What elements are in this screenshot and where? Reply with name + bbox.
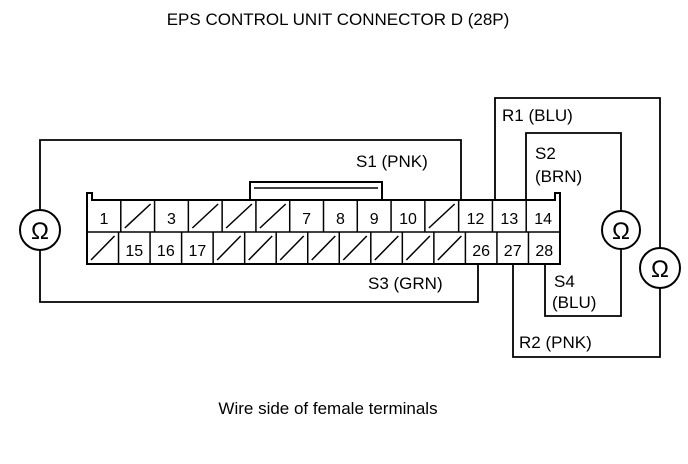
terminal-10: 10 [399,211,417,228]
diagram-title: EPS CONTROL UNIT CONNECTOR D (28P) [167,10,510,29]
wire-label-s3: S3 (GRN) [368,274,443,293]
empty-terminal-slash [428,203,456,229]
terminal-16: 16 [157,243,175,260]
ohmmeter-right: Ω [639,247,681,289]
terminal-28: 28 [535,243,553,260]
wire-label-s4-line1: S4 [554,272,575,291]
empty-terminal-slash [90,235,116,261]
empty-terminal-slash [437,235,462,261]
empty-terminal-slash [248,235,273,261]
empty-terminal-slash [191,203,219,229]
ohm-symbol: Ω [31,218,49,245]
wire-r1 [494,97,661,248]
empty-terminal-slash [259,203,287,229]
terminal-7: 7 [302,211,311,228]
ohm-symbol: Ω [612,218,630,245]
wire-label-s4-line2: (BLU) [552,293,596,312]
wire-s2 [525,132,622,212]
wire-label-s2-line2: (BRN) [535,167,582,186]
terminal-3: 3 [167,211,176,228]
terminal-14: 14 [534,211,552,228]
terminal-1: 1 [99,211,108,228]
empty-terminal-slash [225,203,253,229]
wire-label-s1: S1 (PNK) [356,152,428,171]
wire-s3 [39,250,479,303]
wire-s1 [39,139,462,210]
empty-terminal-slash [405,235,431,261]
terminal-17: 17 [188,243,206,260]
connector-bottom-row: 15 16 17 26 27 28 [90,232,553,264]
empty-terminal-slash [311,235,336,261]
terminal-12: 12 [467,211,485,228]
empty-terminal-slash [342,235,368,261]
wire-label-s2-line1: S2 [535,144,556,163]
wire-r2 [512,264,661,358]
ohmmeter-left: Ω [19,209,61,251]
empty-terminal-slash [124,203,152,229]
ohmmeter-middle: Ω [601,210,641,250]
wiring [39,97,661,358]
wire-label-r2: R2 (PNK) [519,333,592,352]
ohm-symbol: Ω [651,256,669,283]
terminal-8: 8 [336,211,345,228]
terminal-26: 26 [472,243,490,260]
empty-terminal-slash [216,235,242,261]
terminal-27: 27 [504,243,522,260]
wire-label-r1: R1 (BLU) [502,106,573,125]
empty-terminal-slash [279,235,305,261]
terminal-15: 15 [125,243,143,260]
diagram-caption: Wire side of female terminals [218,399,437,418]
wire-s4 [544,248,622,317]
empty-terminal-slash [374,235,399,261]
terminal-9: 9 [370,211,379,228]
terminal-13: 13 [500,211,518,228]
